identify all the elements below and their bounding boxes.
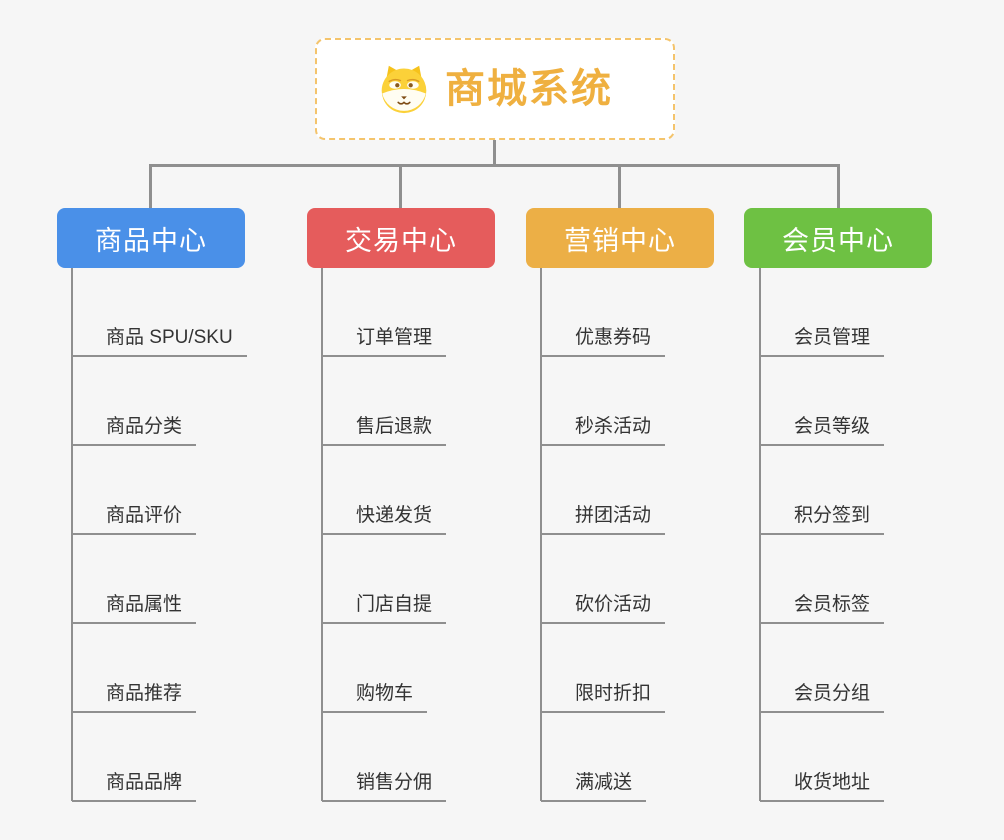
leaf-node[interactable]: 售后退款 — [322, 416, 447, 446]
root-title: 商城系统 — [445, 67, 613, 111]
leaf-node[interactable]: 会员分组 — [760, 683, 885, 713]
connector-root-stem — [493, 140, 496, 166]
leaf-node[interactable]: 购物车 — [322, 683, 428, 713]
dog-icon — [377, 64, 431, 114]
leaf-node[interactable]: 订单管理 — [322, 327, 447, 357]
root-node[interactable]: 商城系统 — [315, 38, 675, 140]
leaf-node[interactable]: 砍价活动 — [541, 594, 666, 624]
leaf-node[interactable]: 销售分佣 — [322, 772, 447, 802]
leaf-node[interactable]: 商品分类 — [72, 416, 197, 446]
leaf-node[interactable]: 限时折扣 — [541, 683, 666, 713]
leaf-node[interactable]: 会员等级 — [760, 416, 885, 446]
leaf-node[interactable]: 会员标签 — [760, 594, 885, 624]
leaf-node[interactable]: 收货地址 — [760, 772, 885, 802]
leaf-node[interactable]: 商品品牌 — [72, 772, 197, 802]
connector-stub-4 — [837, 165, 840, 208]
leaf-node[interactable]: 商品 SPU/SKU — [72, 327, 247, 357]
connector-bus — [149, 164, 840, 167]
leaf-node[interactable]: 商品评价 — [72, 505, 197, 535]
leaf-node[interactable]: 商品推荐 — [72, 683, 197, 713]
leaf-node[interactable]: 会员管理 — [760, 327, 885, 357]
leaf-node[interactable]: 门店自提 — [322, 594, 447, 624]
leaf-node[interactable]: 拼团活动 — [541, 505, 666, 535]
branch-header-marketing-center[interactable]: 营销中心 — [526, 208, 714, 268]
leaf-node[interactable]: 积分签到 — [760, 505, 885, 535]
leaf-node[interactable]: 优惠券码 — [541, 327, 666, 357]
connector-stub-2 — [399, 165, 402, 208]
connector-stub-1 — [149, 165, 152, 208]
connector-stub-3 — [618, 165, 621, 208]
leaf-node[interactable]: 秒杀活动 — [541, 416, 666, 446]
leaf-node[interactable]: 商品属性 — [72, 594, 197, 624]
leaf-node[interactable]: 满减送 — [541, 772, 647, 802]
branch-header-product-center[interactable]: 商品中心 — [57, 208, 245, 268]
branch-header-member-center[interactable]: 会员中心 — [744, 208, 932, 268]
branch-header-trade-center[interactable]: 交易中心 — [307, 208, 495, 268]
leaf-node[interactable]: 快递发货 — [322, 505, 447, 535]
